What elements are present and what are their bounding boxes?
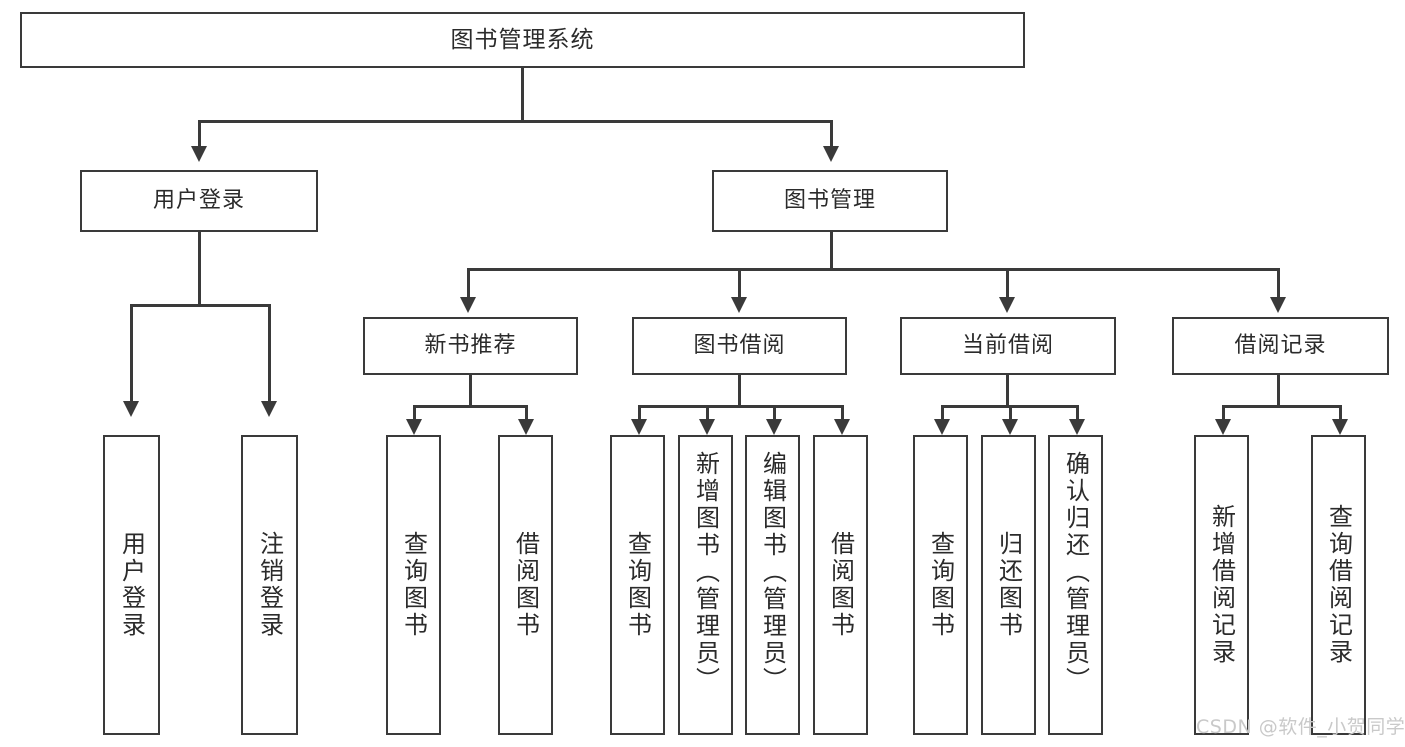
node-label: 新增图书（管理员） — [691, 451, 720, 694]
leaf-cb-return-book[interactable]: 归还图书 — [981, 435, 1036, 735]
arrowhead-borrow — [731, 297, 747, 313]
node-borrow-record[interactable]: 借阅记录 — [1172, 317, 1389, 375]
connector-borrowrecord-bus — [1222, 405, 1341, 408]
node-current-borrow[interactable]: 当前借阅 — [900, 317, 1116, 375]
arrowhead-br-query — [1332, 419, 1348, 435]
node-label: 用户登录 — [117, 531, 146, 639]
node-label: 注销登录 — [255, 531, 284, 639]
connector-drop-record — [1277, 268, 1280, 297]
leaf-user-login[interactable]: 用户登录 — [103, 435, 160, 735]
connector-drop-bb-edit — [773, 405, 776, 419]
arrowhead-cb-query — [934, 419, 950, 435]
node-label: 查询图书 — [623, 531, 652, 639]
node-label: 查询借阅记录 — [1324, 504, 1353, 666]
leaf-logout[interactable]: 注销登录 — [241, 435, 298, 735]
connector-drop-leaf-logout — [268, 304, 271, 401]
node-root-system[interactable]: 图书管理系统 — [20, 12, 1025, 68]
connector-bookborrow-bus — [638, 405, 843, 408]
node-label: 借阅记录 — [1234, 333, 1327, 359]
connector-userlogin-bus — [130, 304, 270, 307]
node-label: 当前借阅 — [961, 333, 1054, 359]
connector-drop-bb-add — [706, 405, 709, 419]
csdn-watermark: CSDN @软件_小贺同学 — [1196, 716, 1405, 738]
arrowhead-current — [999, 297, 1015, 313]
leaf-cb-query-book[interactable]: 查询图书 — [913, 435, 968, 735]
connector-drop-cb-query — [941, 405, 944, 419]
arrowhead-cb-confirm — [1069, 419, 1085, 435]
connector-userlogin-stem — [198, 232, 201, 306]
node-label: 查询图书 — [399, 531, 428, 639]
node-label: 新书推荐 — [424, 333, 517, 359]
connector-drop-current — [1006, 268, 1009, 297]
leaf-bb-add-book-admin[interactable]: 新增图书（管理员） — [678, 435, 733, 735]
node-label: 借阅图书 — [826, 531, 855, 639]
node-book-management[interactable]: 图书管理 — [712, 170, 948, 232]
leaf-br-add-record[interactable]: 新增借阅记录 — [1194, 435, 1249, 735]
arrowhead-bb-edit — [766, 419, 782, 435]
connector-bookmanage-stem — [830, 232, 833, 270]
connector-drop-bb-borrow — [841, 405, 844, 419]
connector-drop-leaf-user-login — [130, 304, 133, 401]
node-user-login[interactable]: 用户登录 — [80, 170, 318, 232]
arrowhead-cb-return — [1002, 419, 1018, 435]
node-new-book-recommend[interactable]: 新书推荐 — [363, 317, 578, 375]
node-label: 用户登录 — [152, 188, 245, 214]
leaf-bb-edit-book-admin[interactable]: 编辑图书（管理员） — [745, 435, 800, 735]
arrowhead-user-login — [191, 146, 207, 162]
connector-drop-cb-return — [1009, 405, 1012, 419]
node-label: 查询图书 — [926, 531, 955, 639]
node-label: 图书管理 — [783, 188, 876, 214]
connector-drop-br-query — [1339, 405, 1342, 419]
arrowhead-bb-borrow — [834, 419, 850, 435]
node-label: 图书管理系统 — [450, 26, 595, 53]
connector-drop-cb-confirm — [1076, 405, 1079, 419]
arrowhead-bb-query — [631, 419, 647, 435]
connector-borrowrecord-stem — [1277, 375, 1280, 407]
node-label: 编辑图书（管理员） — [758, 451, 787, 694]
arrowhead-leaf-logout — [261, 401, 277, 417]
leaf-nb-query-book[interactable]: 查询图书 — [386, 435, 441, 735]
connector-newbook-stem — [469, 375, 472, 407]
leaf-nb-borrow-book[interactable]: 借阅图书 — [498, 435, 553, 735]
connector-currentborrow-stem — [1006, 375, 1009, 407]
connector-drop-borrow — [738, 268, 741, 297]
arrowhead-book-manage — [823, 146, 839, 162]
leaf-cb-confirm-return-admin[interactable]: 确认归还（管理员） — [1048, 435, 1103, 735]
node-label: 确认归还（管理员） — [1061, 451, 1090, 694]
arrowhead-bb-add — [699, 419, 715, 435]
node-label: 图书借阅 — [693, 333, 786, 359]
connector-level3-bus — [467, 268, 1279, 271]
arrowhead-nb-borrow — [518, 419, 534, 435]
connector-level2-bus — [198, 120, 832, 123]
leaf-bb-query-book[interactable]: 查询图书 — [610, 435, 665, 735]
leaf-br-query-record[interactable]: 查询借阅记录 — [1311, 435, 1366, 735]
connector-drop-br-add — [1222, 405, 1225, 419]
connector-drop-bb-query — [638, 405, 641, 419]
leaf-bb-borrow-book[interactable]: 借阅图书 — [813, 435, 868, 735]
arrowhead-new-book — [460, 297, 476, 313]
connector-newbook-bus — [413, 405, 527, 408]
arrowhead-nb-query — [406, 419, 422, 435]
connector-root-stem — [521, 68, 524, 122]
node-label: 归还图书 — [994, 531, 1023, 639]
connector-drop-nb-borrow — [525, 405, 528, 419]
connector-bookborrow-stem — [738, 375, 741, 407]
connector-drop-book-manage — [830, 120, 833, 146]
node-label: 新增借阅记录 — [1207, 504, 1236, 666]
arrowhead-br-add — [1215, 419, 1231, 435]
arrowhead-record — [1270, 297, 1286, 313]
node-label: 借阅图书 — [511, 531, 540, 639]
node-book-borrow[interactable]: 图书借阅 — [632, 317, 847, 375]
connector-drop-user-login — [198, 120, 201, 146]
connector-drop-new-book — [467, 268, 470, 297]
connector-drop-nb-query — [413, 405, 416, 419]
arrowhead-leaf-user-login — [123, 401, 139, 417]
